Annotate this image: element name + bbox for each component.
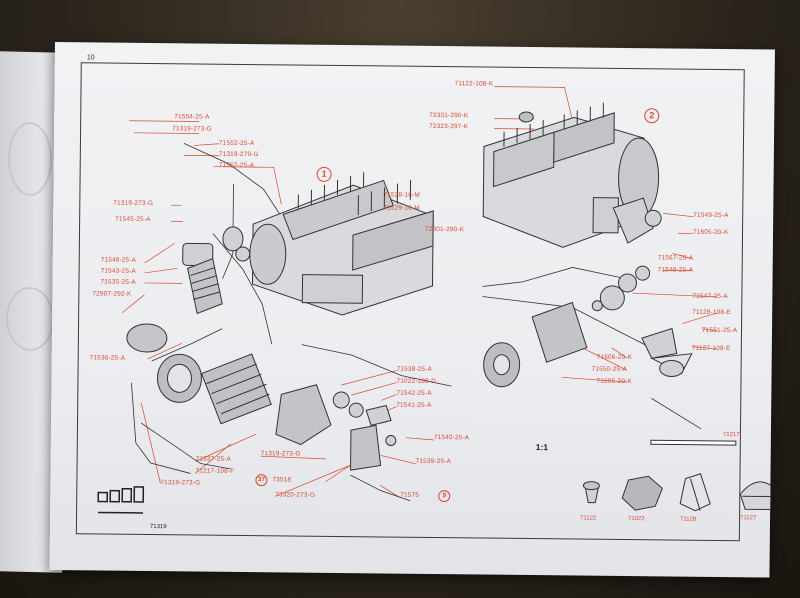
scale-label: 1:1 [535,442,549,453]
callout-b4: 71549-25-A [693,211,729,220]
callout-a26: 73518 [272,476,292,484]
callout-a10: 71535-25-A [100,278,136,286]
callout-a3: 71552-25-A [218,139,255,148]
callout-a1: 71554-25-A [174,113,210,121]
faded-drawing-top [8,121,52,197]
callout-a18: 71542-25-A [396,389,432,397]
callout-a25: 71319-273-G [260,450,301,458]
callout-b8: 71547-25-A [692,292,728,301]
callout-a16: 71538-25-A [396,365,433,373]
callout-a11: 72907-292-K [92,290,132,298]
pump-parts [275,384,397,471]
callout-a13: 71528-16-M [383,191,420,199]
callout-b11: 71127-108-E [691,344,731,353]
callout-b2: 72301-290-K [429,111,469,120]
callout-a14: 71529-16-M [383,204,420,212]
clutch-parts [483,197,693,388]
corner-logo [97,486,145,514]
callout-a6: 71319-273-G [113,199,154,208]
callout-a19: 71541-25-A [396,401,432,409]
callout-a7: 71545-25-A [115,215,151,224]
callout-a17: 71022-108-D [396,377,437,386]
part-caption-2: 71022 [628,516,645,523]
callout-a22: 71537-25-A [195,455,232,463]
callout-b12: 71606-20-K [596,353,633,362]
engine-assembly-2 [482,102,660,248]
callout-a20: 71540-25-A [433,433,470,442]
callout-a4: 71319-279-G [218,150,259,159]
callout-a15: 72301-290-K [425,225,465,234]
callout-a5: 71552-25-A [218,161,255,170]
callout-b7: 71548-25-A [657,266,694,274]
callout-b15: 71217 [722,432,740,439]
part-caption-3: 71128 [680,516,697,523]
callout-b10: 71551-25-A [701,326,738,335]
bubble-9: 9 [438,490,451,503]
part-caption-4: 71127 [740,515,757,522]
callout-a8: 71548-25-A [100,256,137,264]
corner-code: 71319 [149,524,167,531]
callout-a21: 71539-25-A [415,457,452,466]
cylinder-parts [126,226,272,425]
callout-b14: 71605-20-K [596,377,632,386]
callout-b5: 71605-20-K [693,228,729,237]
callout-b3: 72323-297-K [429,122,469,131]
exploded-diagram [97,86,775,514]
part-caption-1: 71122 [580,515,597,522]
callout-a28: 71575 [400,491,420,499]
scale-parts [582,439,775,512]
callout-a2: 71319-273-G [172,125,213,133]
callout-b1: 71122-108-K [454,80,494,88]
assembly-number-1: 1 [316,166,332,182]
callout-a23: 71217-108-F [195,467,235,475]
assembly-number-2: 2 [644,108,660,124]
callout-b6: 71567-25-A [657,254,694,262]
assembly-paths [131,142,702,502]
manual-page: 10 [49,42,775,578]
callout-a24: 71319-273-G [160,479,201,487]
engine-assembly-1 [249,172,434,316]
callout-a9: 71543-25-A [100,267,137,275]
callout-b13: 71550-25-A [591,365,628,374]
callout-a12: 71536-25-A [89,354,126,362]
callout-a27: 73320-273-G [275,491,316,499]
bubble-37: 37 [255,474,268,487]
callout-b9: 71128-108-E [692,308,731,317]
faded-drawing-bottom [6,286,54,352]
